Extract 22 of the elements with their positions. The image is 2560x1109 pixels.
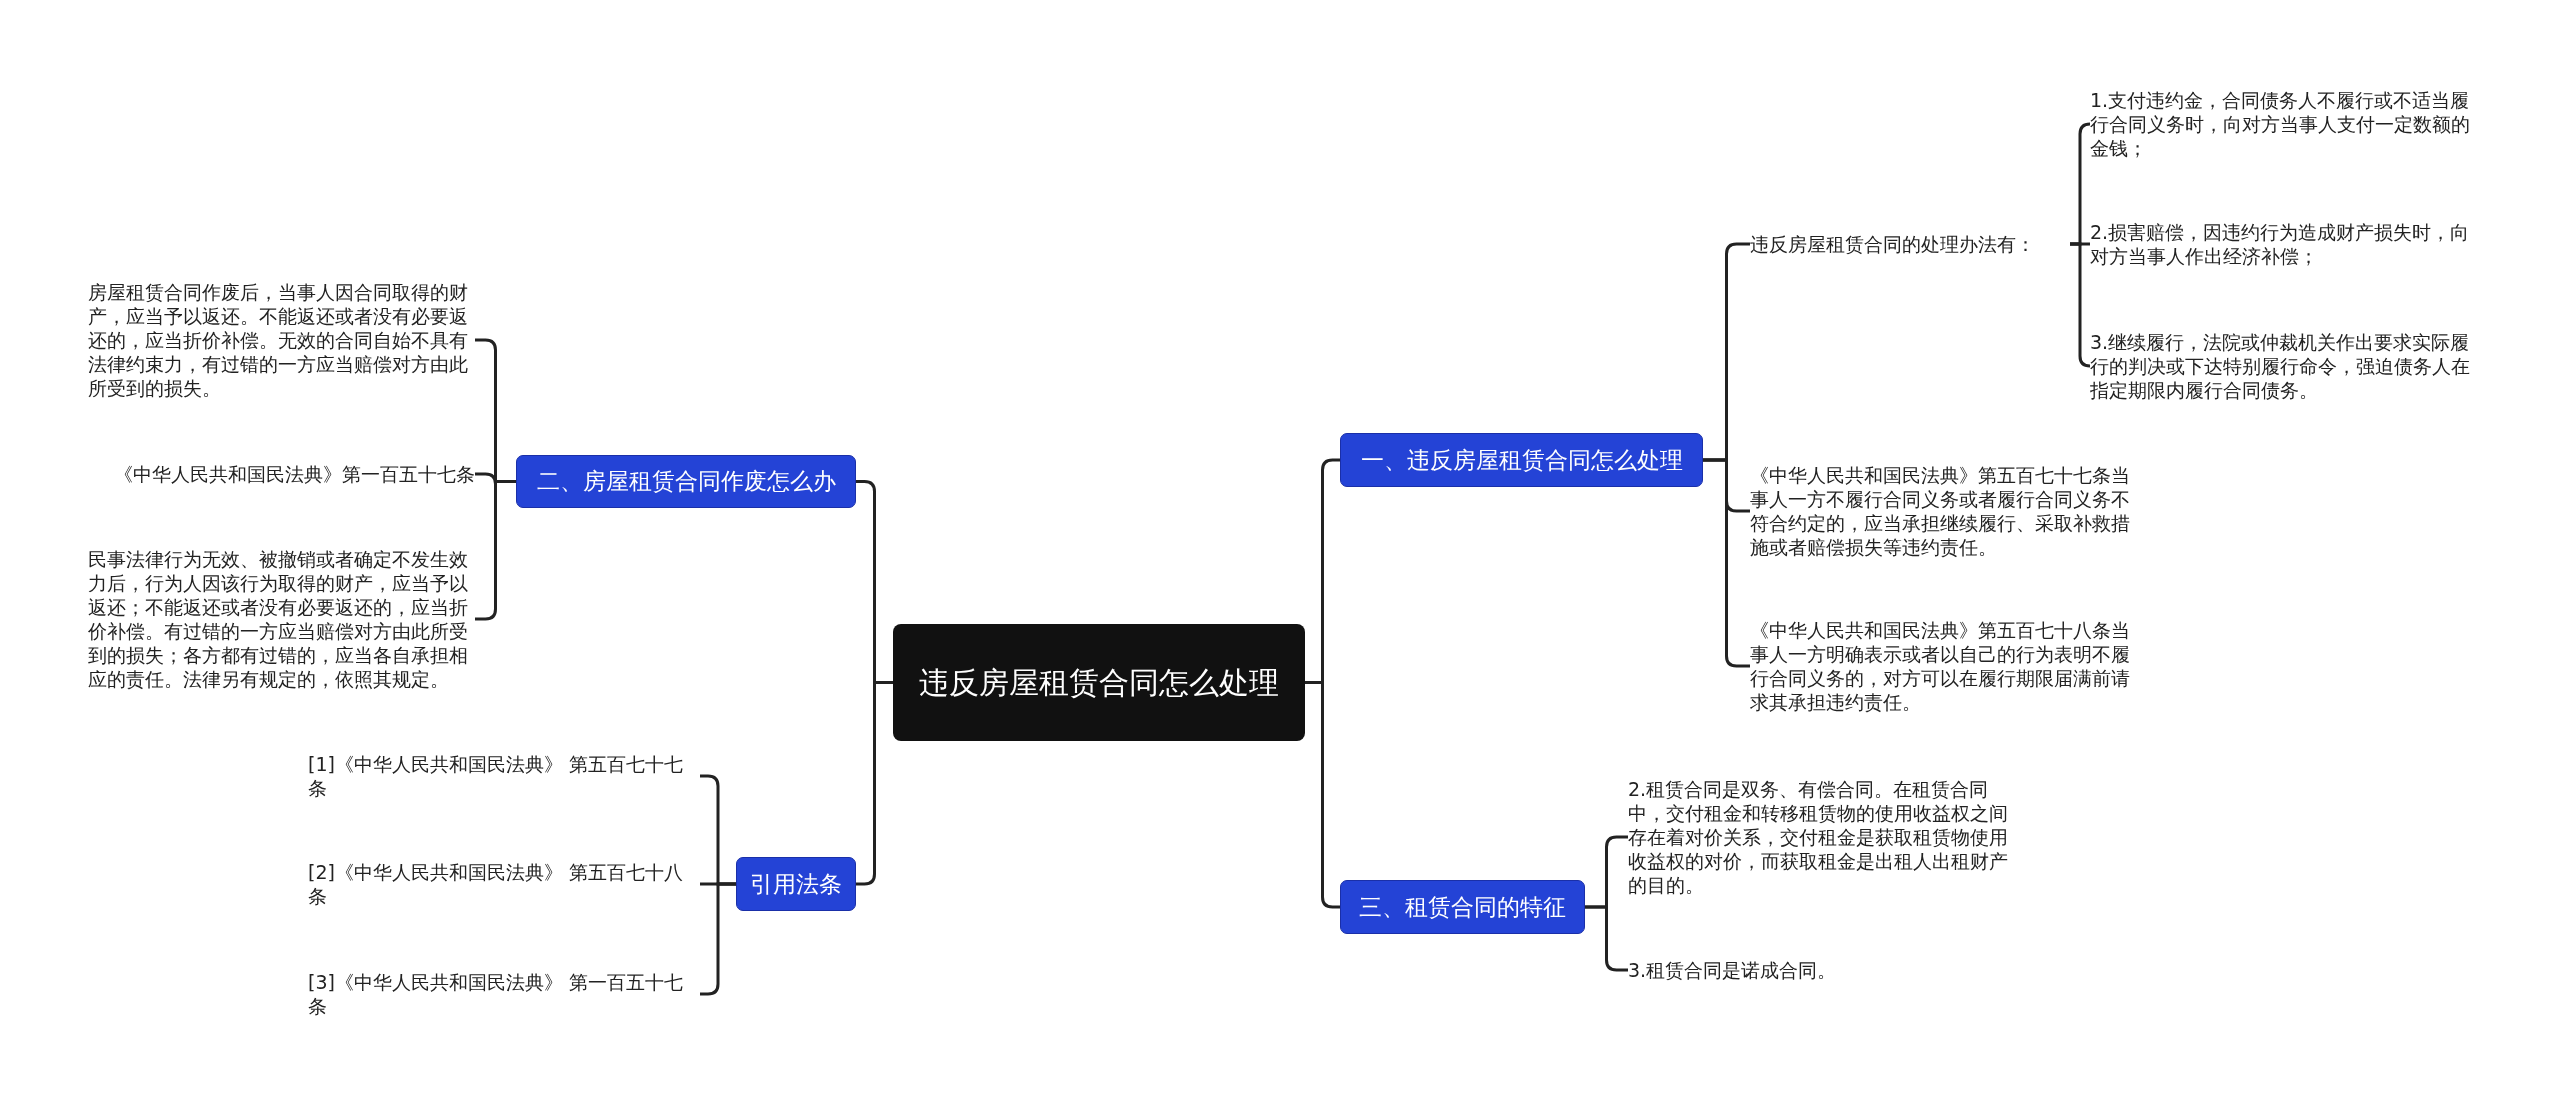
connector-line (2070, 242, 2092, 368)
central-topic-box: 违反房屋租赁合同怎么处理 (893, 624, 1305, 741)
topic-box: 一、违反房屋租赁合同怎么处理 (1340, 433, 1703, 487)
note-text: 房屋租赁合同作废后，当事人因合同取得的财产，应当予以返还。不能返还或者没有必要返还的，应当折价补偿。无效的合同自始不具有法律约束力，有过错的一方应当赔偿对方由此所受到的损失。 (88, 280, 475, 400)
note-text: [3]《中华人民共和国民法典》 第一百五十七条 (308, 970, 700, 1018)
note-text: 《中华人民共和国民法典》第五百七十七条当事人一方不履行合同义务或者履行合同义务不符合约定的，应当承担继续履行、采取补救措施或者赔偿损失等违约责任。 (1750, 463, 2138, 559)
topic-box: 二、房屋租赁合同作废怎么办 (516, 455, 856, 508)
note-text: [2]《中华人民共和国民法典》 第五百七十八条 (308, 860, 700, 908)
topic-box: 引用法条 (736, 857, 856, 911)
connector-line (1305, 681, 1340, 909)
note-text: 《中华人民共和国民法典》第一百五十七条 (88, 462, 475, 486)
note-text: [1]《中华人民共和国民法典》 第五百七十七条 (308, 752, 700, 800)
note-text: 《中华人民共和国民法典》第五百七十八条当事人一方明确表示或者以自己的行为表明不履行合同义务的，对方可以在履行期限届满前请求其承担违约责任。 (1750, 618, 2138, 714)
note-text: 3.租赁合同是诺成合同。 (1628, 958, 2016, 982)
note-text: 违反房屋租赁合同的处理办法有： (1750, 232, 2070, 256)
topic-box: 三、租赁合同的特征 (1340, 880, 1585, 934)
connector-line (856, 681, 893, 886)
note-text: 3.继续履行，法院或仲裁机关作出要求实际履行的判决或下达特别履行命令，强迫债务人在指定期限内履行合同债务。 (2090, 330, 2482, 402)
note-text: 2.租赁合同是双务、有偿合同。在租赁合同中，交付租金和转移租赁物的使用收益权之间存在着对价关系，交付租金是获取租赁物使用收益权的对价，而获取租金是出租人出租财产的目的。 (1628, 777, 2016, 897)
note-text: 2.损害赔偿，因违约行为造成财产损失时，向对方当事人作出经济补偿； (2090, 220, 2482, 268)
note-text: 民事法律行为无效、被撤销或者确定不发生效力后，行为人因该行为取得的财产，应当予以返还；不能返还或者没有必要返还的，应当折价补偿。有过错的一方应当赔偿对方由此所受到的损失；各方都有过错的，应当各自承担相应的责任。法律另有规定的，依照其规定。 (88, 547, 475, 691)
note-text: 1.支付违约金，合同债务人不履行或不适当履行合同义务时，向对方当事人支付一定数额的金钱； (2090, 88, 2482, 160)
